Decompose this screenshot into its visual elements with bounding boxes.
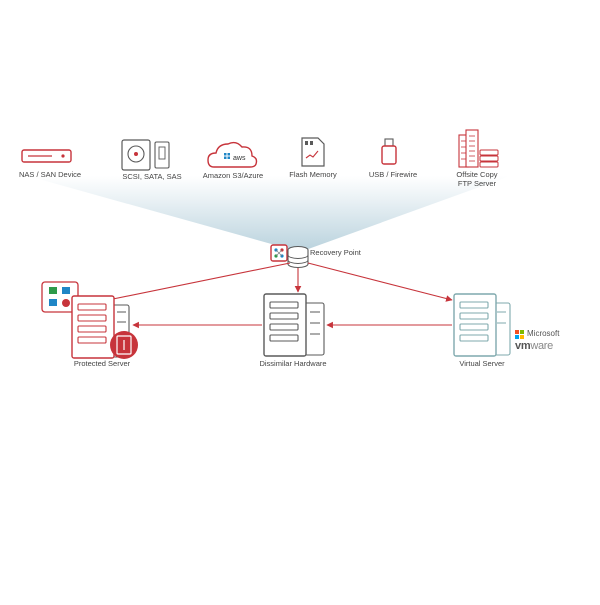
hard-drive-icon: [121, 139, 170, 171]
recovery-point-icon: [270, 244, 309, 269]
flash-memory-icon: [301, 137, 325, 167]
offsite-building-icon: [458, 129, 499, 168]
vmware-logo: vmware: [515, 340, 553, 352]
arrow-to-protected: [107, 262, 291, 303]
label-nas-san: NAS / SAN Device: [18, 170, 82, 179]
microsoft-logo-icon: [515, 330, 524, 339]
aws-text: aws: [233, 155, 246, 162]
virtual-server-icon: [453, 293, 511, 357]
label-offsite: Offsite Copy: [456, 170, 498, 179]
protected-server-icon: [41, 281, 138, 359]
label-ftp: FTP Server: [457, 179, 497, 188]
vmware-text-ware: ware: [530, 340, 553, 352]
label-usb: USB / Firewire: [368, 170, 418, 179]
arrow-to-virtual: [307, 262, 453, 302]
connector-arrows: [107, 262, 453, 329]
cloud-aws-icon: aws: [207, 141, 258, 168]
label-protected-server: Protected Server: [73, 359, 131, 368]
label-flash: Flash Memory: [289, 170, 337, 179]
label-scsi: SCSI, SATA, SAS: [122, 172, 182, 181]
distribution-fan: [28, 176, 510, 252]
microsoft-text: Microsoft: [527, 329, 560, 338]
vmware-text-vm: vm: [515, 340, 531, 352]
label-dissimilar-hardware: Dissimilar Hardware: [259, 359, 327, 368]
label-virtual-server: Virtual Server: [459, 359, 505, 368]
dissimilar-hardware-icon: [263, 293, 325, 357]
label-recovery-point: Recovery Point: [310, 248, 361, 257]
nas-device-icon: [21, 149, 72, 163]
label-cloud: Amazon S3/Azure: [202, 171, 264, 180]
usb-drive-icon: [381, 138, 397, 165]
